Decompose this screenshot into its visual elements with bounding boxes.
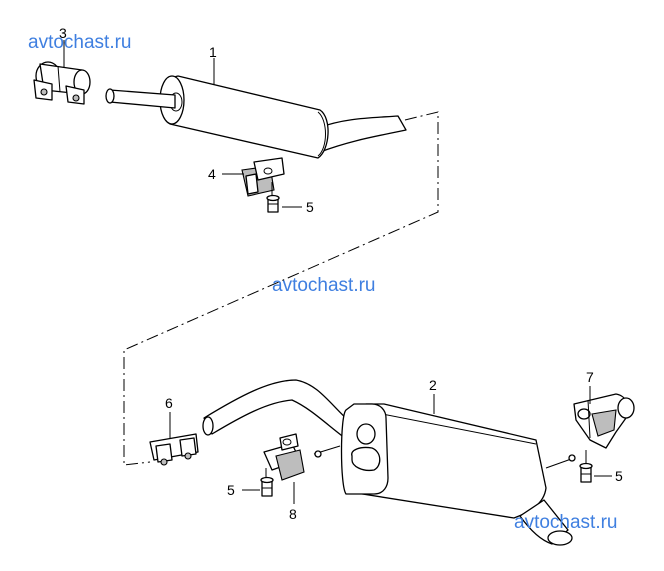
callout-5-upper: 5	[306, 199, 314, 215]
callout-5-lower-right: 5	[615, 468, 623, 484]
leader-lines	[63, 40, 612, 504]
bolt-upper	[266, 182, 280, 213]
callout-3: 3	[59, 25, 67, 41]
assembly-connection-line	[123, 111, 439, 466]
bracket-part-7	[573, 393, 635, 449]
bolt-lower-left	[260, 468, 274, 497]
watermark-center: avtochast.ru	[272, 275, 376, 296]
callout-1: 1	[209, 44, 217, 60]
mount-part-4	[241, 157, 285, 197]
callout-2: 2	[429, 377, 437, 393]
callout-8: 8	[289, 506, 297, 522]
watermark-top-left: avtochast.ru	[28, 32, 132, 53]
clamp-part-3	[33, 61, 91, 105]
callout-5-lower-left: 5	[227, 482, 235, 498]
mount-part-8	[263, 433, 305, 481]
watermark-bottom-right: avtochast.ru	[514, 512, 618, 533]
callout-4: 4	[208, 166, 216, 182]
clamp-part-6	[149, 433, 199, 466]
bolt-lower-right	[579, 450, 593, 483]
callout-7: 7	[586, 369, 594, 385]
front-silencer-part-1	[105, 75, 407, 159]
callout-6: 6	[165, 395, 173, 411]
rear-muffler-part-2	[202, 379, 576, 546]
